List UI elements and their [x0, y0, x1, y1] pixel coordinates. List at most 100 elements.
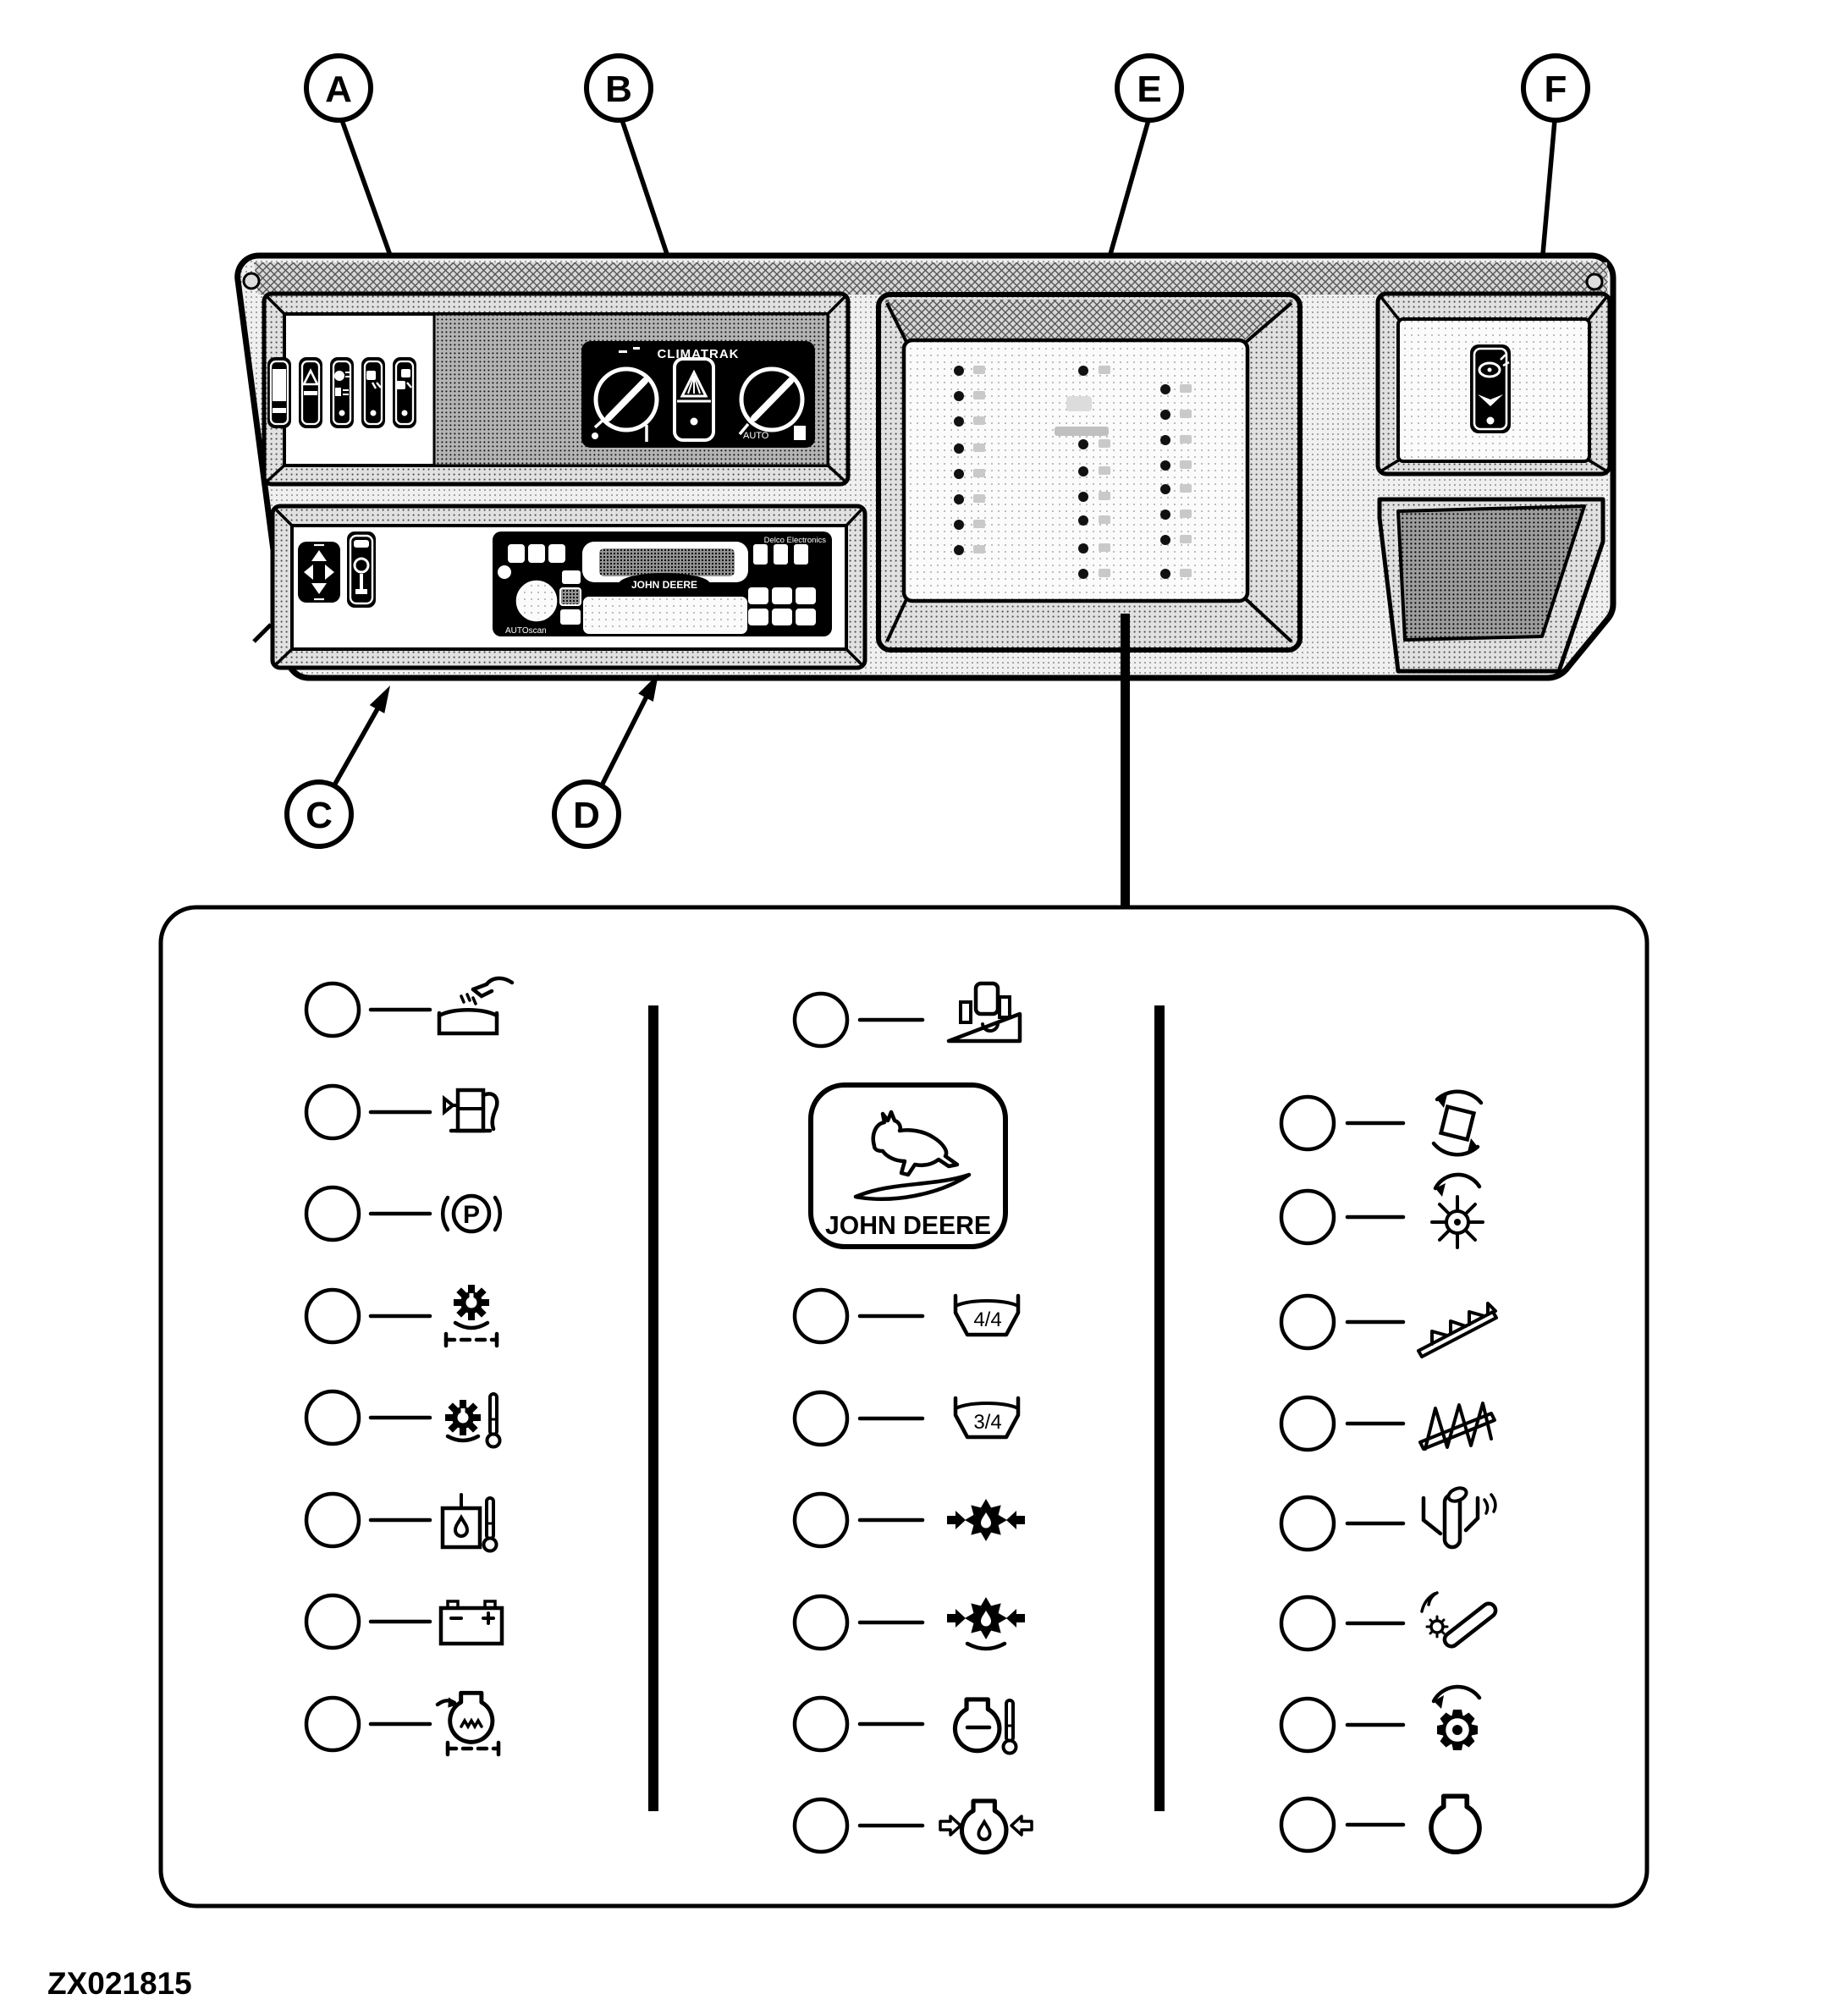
radio-button — [794, 544, 808, 565]
callout-arrowhead-d — [638, 674, 658, 702]
climate-indicator — [794, 426, 806, 440]
legend-divider-right — [1154, 1005, 1165, 1811]
callout-line-c — [333, 698, 385, 785]
radio: Delco Electronics JOHN DEERE — [493, 532, 832, 636]
blank-rocker-switch — [267, 357, 291, 428]
legend-item — [792, 1594, 1025, 1651]
callout-circle-c — [284, 779, 354, 849]
radio-button — [508, 544, 525, 563]
radio-small-knob — [498, 565, 511, 579]
radio-cassette-slot — [583, 597, 747, 634]
gearbox-temperature-icon — [445, 1392, 502, 1449]
accessory-panel — [298, 532, 376, 608]
legend-item — [1279, 1684, 1482, 1754]
callout-e-label: E — [1137, 69, 1161, 110]
indicator-dots-left — [954, 366, 964, 555]
legend-item — [1279, 1796, 1479, 1852]
console-panel: CLIMATRAK — [234, 252, 1616, 681]
battery-charge-icon — [438, 1600, 504, 1646]
radio-button — [560, 609, 581, 625]
radio-button — [774, 544, 788, 565]
parking-brake-letter: P — [463, 1201, 480, 1229]
legend-panel: P — [158, 905, 1650, 1909]
radio-display — [599, 548, 735, 576]
radio-button — [753, 544, 768, 565]
deer-icon — [871, 1110, 960, 1177]
radio-button — [559, 587, 581, 606]
legend-item — [792, 981, 1022, 1049]
fan-speed-rocker — [673, 357, 715, 442]
radio-preset-buttons — [748, 587, 816, 625]
switch-panel — [267, 357, 416, 428]
screw-icon — [242, 272, 261, 290]
parking-brake-icon: P — [441, 1193, 502, 1234]
legend-item: P — [304, 1185, 502, 1242]
console-top-bevel — [254, 262, 1607, 295]
climate-panel: CLIMATRAK — [581, 341, 815, 448]
wiper-washer-switch — [1470, 344, 1511, 433]
callout-d-label: D — [573, 795, 600, 836]
legend-item — [1279, 1089, 1484, 1157]
legend-left-column: P — [304, 976, 515, 1757]
legend-item — [304, 1593, 504, 1650]
callout-circle-e — [1115, 53, 1184, 123]
legend-item — [1279, 1293, 1498, 1358]
radio-badge — [619, 573, 710, 595]
legend-divider-left — [648, 1005, 658, 1811]
tank-full-label: 4/4 — [973, 1308, 1001, 1331]
legend-item — [304, 976, 515, 1038]
temperature-knob — [592, 366, 659, 442]
radio-model-label: AUTOscan — [505, 626, 547, 636]
callout-circle-d — [552, 779, 621, 849]
legend-item — [304, 1083, 499, 1141]
spinner-rotation-icon — [1430, 1172, 1484, 1249]
panel-seam — [252, 623, 273, 643]
legend-item — [304, 1285, 499, 1348]
figure-id: ZX021815 — [47, 1966, 192, 2001]
rotor-drive-icon — [1431, 1684, 1482, 1750]
radio-button — [548, 544, 565, 563]
john-deere-logo-text: JOHN DEERE — [825, 1210, 991, 1240]
indicator-faint-symbols — [973, 366, 1192, 577]
engine-air-preheat-icon — [435, 1693, 501, 1757]
hydraulic-oil-temperature-icon — [440, 1493, 498, 1553]
clutch-slip-icon — [443, 1285, 499, 1348]
parking-light-switch — [330, 357, 354, 428]
twine-arm-icon — [1421, 1486, 1497, 1550]
climate-title: CLIMATRAK — [657, 347, 739, 361]
fuel-level-icon — [443, 1088, 499, 1133]
rear-work-light-switch — [361, 357, 385, 428]
legend-item — [1279, 1395, 1496, 1452]
knife-sharpener-icon — [1420, 1591, 1498, 1649]
callout-f-label: F — [1545, 69, 1567, 110]
callouts-bottom: C D — [284, 674, 658, 849]
bale-ramp-icon — [1417, 1302, 1498, 1358]
radio-center-badge: JOHN DEERE — [631, 579, 697, 591]
indicator-panel — [876, 292, 1303, 653]
legend-item — [792, 1695, 1018, 1755]
four-way-adjust-pad — [298, 542, 340, 603]
callout-circle-b — [584, 53, 653, 123]
legend-item: 3/4 — [792, 1390, 1021, 1447]
callout-arrowhead-c — [369, 686, 390, 713]
accessory-rocker-switch — [347, 532, 376, 608]
hazard-warning-switch — [299, 357, 322, 428]
transmission-filter-restriction-icon — [947, 1597, 1025, 1651]
baler-on-slope-icon — [946, 981, 1022, 1044]
tank-level-full-icon: 4/4 — [953, 1293, 1021, 1337]
bale-rotation-icon — [1431, 1089, 1484, 1157]
legend-right-column — [1279, 1089, 1498, 1852]
legend-item — [1279, 1172, 1484, 1249]
oil-fill-tray-icon — [437, 976, 515, 1036]
callout-line-d — [600, 686, 653, 785]
tank-three-quarter-label: 3/4 — [973, 1411, 1001, 1434]
legend-item — [792, 1491, 1025, 1549]
oil-filter-restriction-icon — [947, 1499, 1025, 1541]
legend-connector-line — [1121, 614, 1130, 912]
legend-item — [304, 1491, 498, 1553]
wiper-panel — [1375, 291, 1612, 476]
indicator-dots-middle — [1078, 366, 1088, 579]
legend-item — [1279, 1486, 1497, 1552]
callouts-top: A B E F — [304, 53, 1590, 322]
callout-b-label: B — [605, 69, 632, 110]
